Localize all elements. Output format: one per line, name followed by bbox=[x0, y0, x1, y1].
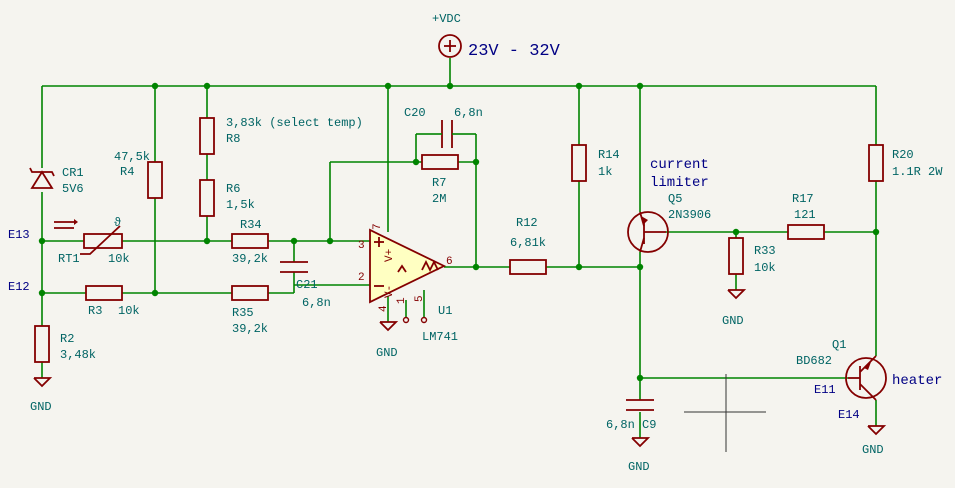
pin-5: 5 bbox=[414, 295, 426, 302]
r17-ref: R17 bbox=[792, 192, 814, 206]
u1-value: LM741 bbox=[422, 330, 458, 344]
rt1-value: 10k bbox=[108, 252, 130, 266]
q5-ref: Q5 bbox=[668, 192, 682, 206]
u1-ref: U1 bbox=[438, 304, 452, 318]
r3-ref: R3 bbox=[88, 304, 102, 318]
q1-value: BD682 bbox=[796, 354, 832, 368]
r8-value: 3,83k (select temp) bbox=[226, 116, 363, 130]
thermistor-rt1 bbox=[54, 219, 123, 255]
resistor-r6 bbox=[199, 179, 215, 217]
r3-value: 10k bbox=[118, 304, 140, 318]
transistor-q5 bbox=[627, 211, 669, 253]
capacitor-c9 bbox=[626, 399, 654, 411]
r12-value: 6,81k bbox=[510, 236, 546, 250]
r4-ref: R4 bbox=[120, 165, 134, 179]
r33-value: 10k bbox=[754, 261, 776, 275]
pin-2: 2 bbox=[358, 272, 365, 284]
pin-vminus: V- bbox=[384, 285, 396, 298]
cr1-ref: CR1 bbox=[62, 166, 84, 180]
pin-3: 3 bbox=[358, 240, 365, 252]
resistor-r17 bbox=[787, 224, 825, 240]
r14-value: 1k bbox=[598, 165, 612, 179]
q5-note-limiter: limiter bbox=[650, 175, 709, 191]
capacitor-c20 bbox=[432, 120, 462, 148]
resistor-r3 bbox=[85, 285, 123, 301]
vdc-label: +VDC bbox=[432, 12, 461, 26]
resistor-r2 bbox=[34, 325, 50, 363]
r12-ref: R12 bbox=[516, 216, 538, 230]
rt1-theta-icon: ϑ bbox=[114, 216, 121, 230]
c21-ref: C21 bbox=[296, 278, 318, 292]
r33-ref: R33 bbox=[754, 244, 776, 258]
r20-value: 1.1R 2W bbox=[892, 165, 943, 179]
net-e12: E12 bbox=[8, 280, 30, 294]
r20-ref: R20 bbox=[892, 148, 914, 162]
resistor-r4 bbox=[147, 161, 163, 199]
r6-value: 1,5k bbox=[226, 198, 255, 212]
q1-note: heater bbox=[892, 373, 942, 389]
gnd-label-3: GND bbox=[722, 314, 744, 328]
resistor-r8 bbox=[199, 117, 215, 155]
resistor-r34 bbox=[231, 233, 269, 249]
cr1-value: 5V6 bbox=[62, 182, 84, 196]
r7-value: 2M bbox=[432, 192, 446, 206]
pin-4: 4 bbox=[378, 305, 390, 312]
resistor-r7 bbox=[421, 154, 459, 170]
net-e14: E14 bbox=[838, 408, 860, 422]
r6-ref: R6 bbox=[226, 182, 240, 196]
r2-ref: R2 bbox=[60, 332, 74, 346]
net-e11: E11 bbox=[814, 383, 836, 397]
c20-ref: C20 bbox=[404, 106, 426, 120]
wires bbox=[41, 58, 877, 438]
q1-ref: Q1 bbox=[832, 338, 846, 352]
zener-diode-cr1 bbox=[29, 167, 55, 189]
r35-ref: R35 bbox=[232, 306, 254, 320]
voltage-range: 23V - 32V bbox=[468, 42, 561, 61]
q5-value: 2N3906 bbox=[668, 208, 711, 222]
gnd-label-2: GND bbox=[376, 346, 398, 360]
c20-value: 6,8n bbox=[454, 106, 483, 120]
r34-value: 39,2k bbox=[232, 252, 268, 266]
pin-1: 1 bbox=[396, 297, 408, 304]
rt1-ref: RT1 bbox=[58, 252, 80, 266]
r35-value: 39,2k bbox=[232, 322, 268, 336]
junctions bbox=[38, 82, 880, 382]
gnd-label-1: GND bbox=[30, 400, 52, 414]
pin-7: 7 bbox=[372, 223, 384, 230]
r8-ref: R8 bbox=[226, 132, 240, 146]
r2-value: 3,48k bbox=[60, 348, 96, 362]
resistor-r33 bbox=[728, 237, 744, 275]
resistor-r14 bbox=[571, 144, 587, 182]
pin-6: 6 bbox=[446, 256, 453, 268]
r4-value: 47,5k bbox=[114, 150, 150, 164]
r14-ref: R14 bbox=[598, 148, 620, 162]
resistor-r20 bbox=[868, 144, 884, 182]
c9-ref: C9 bbox=[642, 418, 656, 432]
gnd-label-5: GND bbox=[862, 443, 884, 457]
resistor-r35 bbox=[231, 285, 269, 301]
opamp-u1 bbox=[369, 228, 447, 324]
c9-value: 6,8n bbox=[606, 418, 635, 432]
transistor-q1 bbox=[845, 355, 887, 401]
r7-ref: R7 bbox=[432, 176, 446, 190]
cursor-crosshair bbox=[684, 374, 766, 452]
resistor-r12 bbox=[509, 259, 547, 275]
gnd-symbols bbox=[33, 289, 887, 448]
capacitor-c21 bbox=[280, 261, 308, 273]
q5-note-current: current bbox=[650, 157, 709, 173]
gnd-label-4: GND bbox=[628, 460, 650, 474]
r34-ref: R34 bbox=[240, 218, 262, 232]
r17-value: 121 bbox=[794, 208, 816, 222]
pin-vplus: V+ bbox=[384, 249, 396, 262]
c21-value: 6,8n bbox=[302, 296, 331, 310]
net-e13: E13 bbox=[8, 228, 30, 242]
vdc-power-icon bbox=[438, 34, 462, 58]
